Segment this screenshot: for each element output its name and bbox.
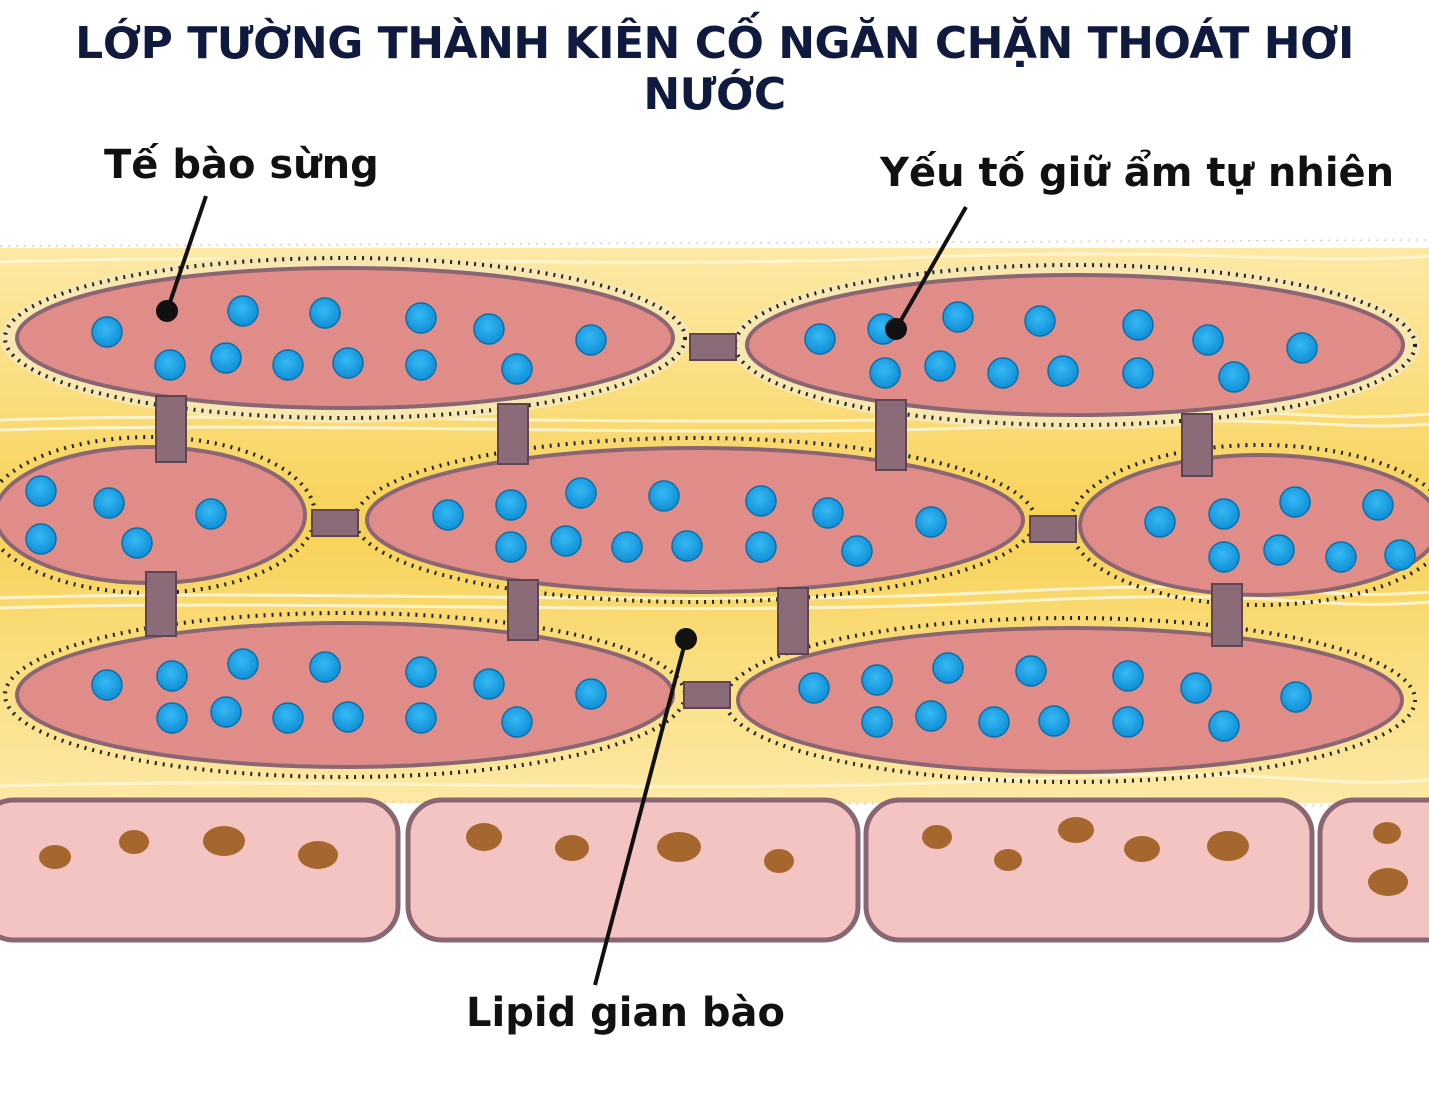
leader-lines [156, 195, 968, 986]
diagram-title: LỚP TƯỜNG THÀNH KIÊN CỐ NGĂN CHẶN THOÁT … [75, 18, 1354, 120]
label-intercellular-lipid: Lipid gian bào [466, 990, 785, 1036]
granular-cells [0, 797, 1429, 943]
nmf-dots [25, 295, 1416, 742]
keratohyalin-granules [39, 817, 1408, 896]
label-natural-moisturizing-factor: Yếu tố giữ ẩm tự nhiên [880, 150, 1395, 196]
label-corneocyte: Tế bào sừng [104, 142, 379, 188]
corneodesmosome-junctions [145, 333, 1243, 709]
